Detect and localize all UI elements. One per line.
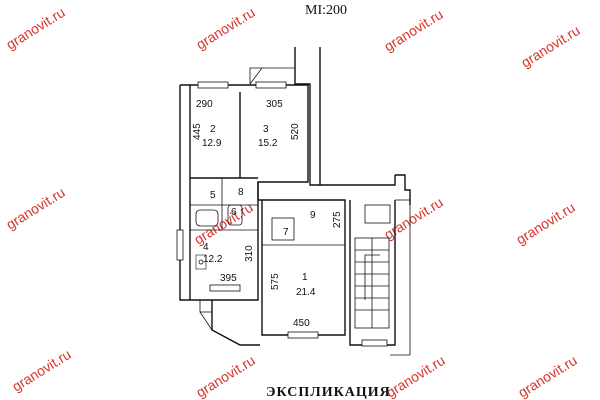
stairwell	[354, 204, 391, 329]
watermark: granovit.ru	[383, 352, 448, 400]
watermark: granovit.ru	[513, 199, 578, 248]
room-number: 4	[203, 242, 209, 253]
room-number: 5	[210, 190, 216, 201]
room-9: 9	[310, 210, 316, 221]
windows	[176, 81, 388, 347]
watermark: granovit.ru	[191, 199, 256, 248]
room-6: 6	[231, 207, 237, 218]
dimension-label: 395	[220, 273, 237, 284]
room-number: 3	[263, 124, 269, 135]
watermark: granovit.ru	[193, 4, 258, 53]
bath-fixtures	[195, 204, 243, 270]
room-number: 7	[283, 227, 289, 238]
watermark: granovit.ru	[515, 352, 580, 400]
explication-title: ЭКСПЛИКАЦИЯ	[266, 385, 391, 400]
dimension-label: 520	[290, 123, 301, 140]
room-1: 1 21.4	[296, 272, 316, 298]
room-7: 7	[283, 227, 289, 238]
room-number: 1	[302, 272, 308, 283]
room-number: 9	[310, 210, 316, 221]
room-area: 15.2	[258, 138, 278, 149]
apartment-walls	[179, 84, 346, 346]
room-number: 8	[238, 187, 244, 198]
room-5: 5	[210, 190, 216, 201]
watermark: granovit.ru	[381, 6, 446, 55]
room-3: 3 15.2	[258, 124, 278, 149]
building-outline	[249, 47, 411, 356]
dimension-label: 275	[332, 211, 343, 228]
room-area: 12.9	[202, 138, 222, 149]
watermark: granovit.ru	[381, 194, 446, 243]
watermark: granovit.ru	[518, 22, 583, 71]
watermark: granovit.ru	[193, 352, 258, 400]
room-number: 2	[210, 124, 216, 135]
room-area: 12.2	[203, 254, 223, 265]
watermark: granovit.ru	[3, 4, 68, 53]
dimension-label: 305	[266, 99, 283, 110]
room-area: 21.4	[296, 287, 316, 298]
dimension-label: 310	[244, 245, 255, 262]
scale-label: MI:200	[305, 3, 347, 18]
room-4: 4 12.2	[203, 242, 223, 265]
dimension-label: 575	[270, 273, 281, 290]
watermark: granovit.ru	[9, 346, 74, 395]
room-number: 6	[231, 207, 237, 218]
room-2: 2 12.9	[202, 124, 222, 149]
dimension-label: 445	[192, 123, 203, 140]
watermark: granovit.ru	[3, 184, 68, 233]
dimension-label: 450	[293, 318, 310, 329]
room-8: 8	[238, 187, 244, 198]
dimension-label: 290	[196, 99, 213, 110]
